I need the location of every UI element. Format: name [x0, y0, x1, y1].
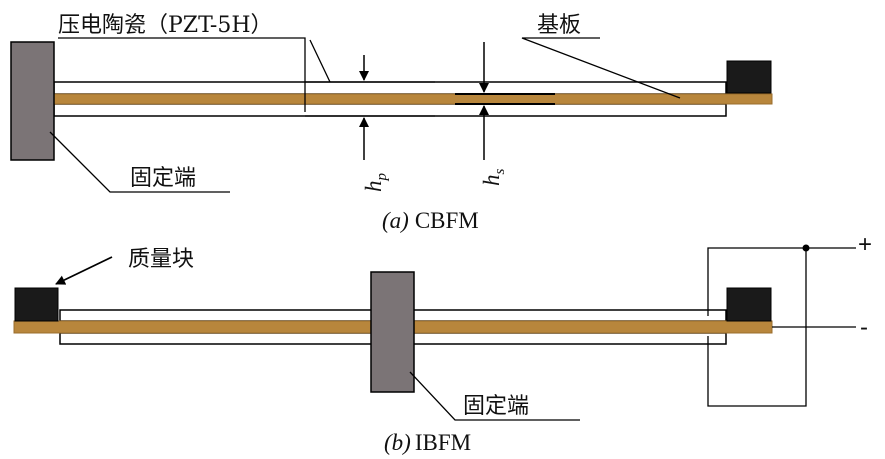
label-substrate: 基板 [537, 13, 581, 38]
leader-piezo-diag [309, 39, 331, 83]
leader-fixed-a [49, 131, 230, 193]
leader-piezo [58, 37, 306, 112]
leader-fixed-b [409, 371, 580, 421]
label-hp: hp [361, 173, 390, 193]
label-hs: hs [479, 169, 508, 187]
proof-mass-right-b [726, 287, 772, 322]
leader-substrate [521, 37, 681, 99]
fixed-clamp-b [370, 271, 415, 393]
proof-mass-a [726, 60, 772, 94]
label-fixed-end-a: 固定端 [130, 166, 196, 191]
fixed-clamp-a [10, 41, 55, 161]
diagram-a-cbfm: 压电陶瓷（PZT-5H） 基板 固定端 hp hs (a)CBFM [10, 13, 773, 233]
label-fixed-end-b: 固定端 [463, 394, 529, 419]
substrate-a [53, 93, 773, 105]
caption-b: (b)IBFM [384, 430, 471, 455]
label-proof-mass: 质量块 [128, 247, 194, 272]
piezo-layer-bottom-a [53, 103, 727, 117]
circuit-junction [802, 244, 810, 252]
terminal-plus: + [858, 231, 872, 258]
label-piezo: 压电陶瓷（PZT-5H） [58, 13, 273, 38]
piezo-layer-top-a [53, 81, 727, 95]
terminal-minus: - [860, 314, 868, 341]
proof-mass-left-b [14, 287, 59, 322]
diagram-b-ibfm: + - 质量块 固定端 (b)IBFM [13, 231, 872, 455]
proof-mass-arrow [55, 256, 113, 285]
caption-a: (a)CBFM [382, 208, 479, 233]
